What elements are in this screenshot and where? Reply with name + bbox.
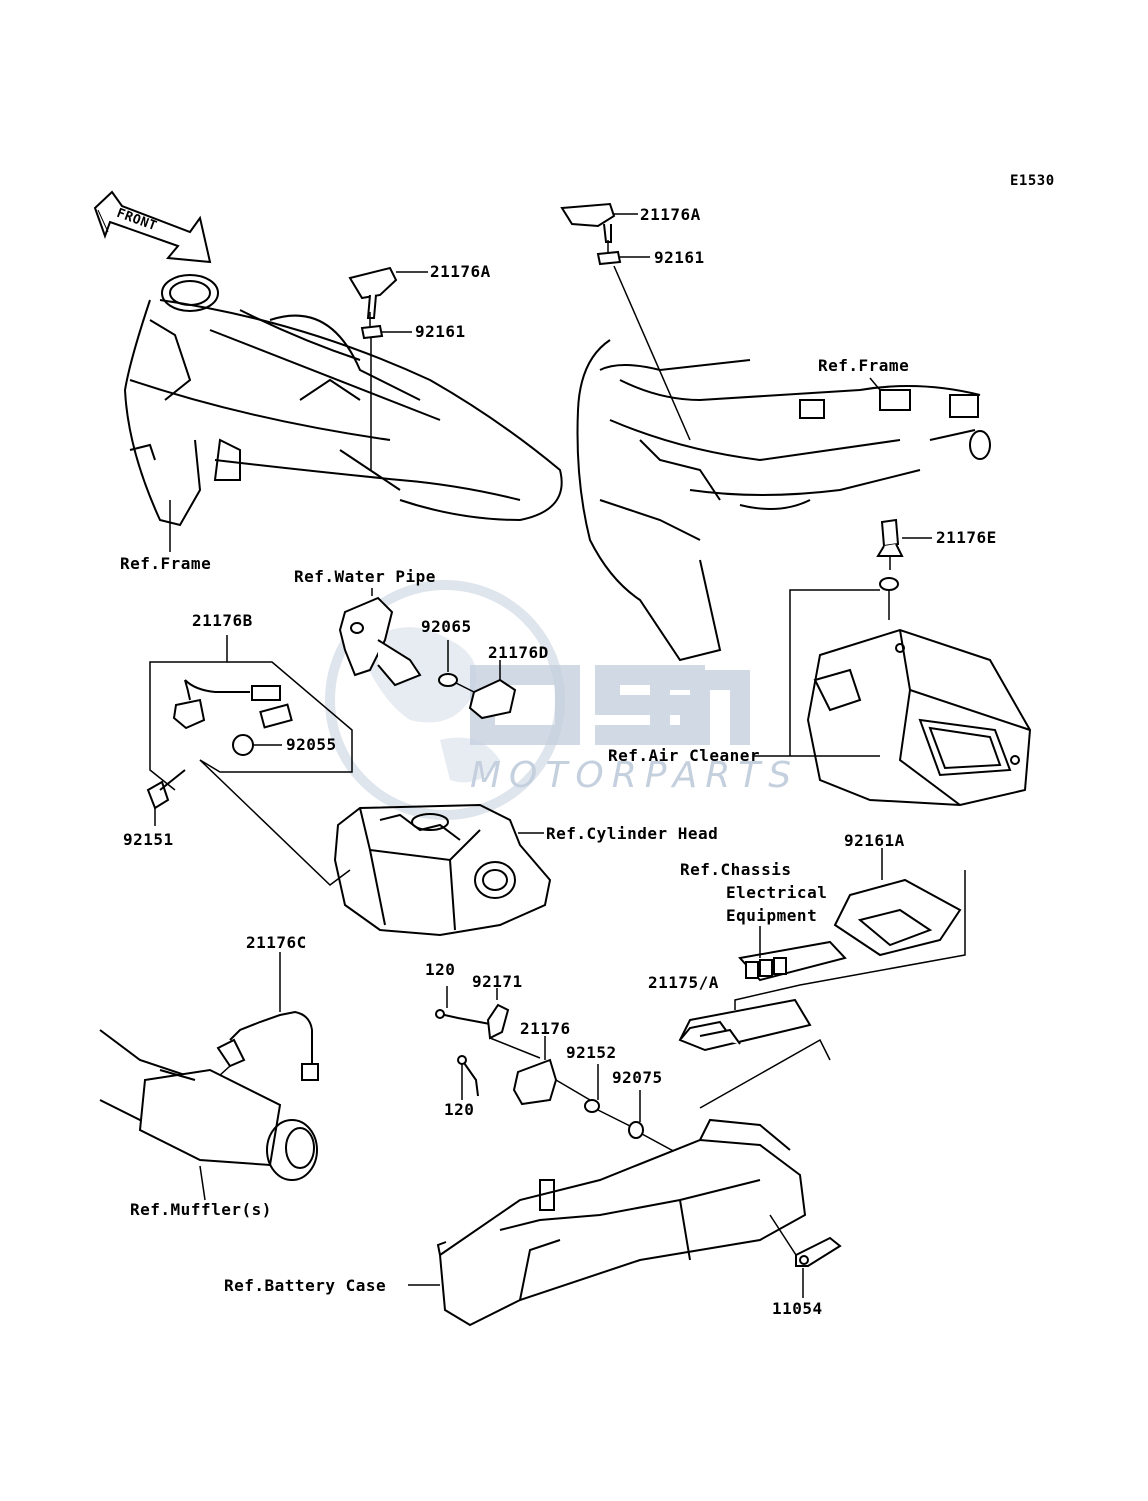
- label-92065[interactable]: 92065: [421, 617, 472, 636]
- sensor-21176a-top: [560, 202, 691, 441]
- front-arrow: [93, 190, 212, 264]
- frame-left: [123, 274, 563, 527]
- label-92075[interactable]: 92075: [612, 1068, 663, 1087]
- label-21176[interactable]: 21176: [520, 1019, 571, 1038]
- label-92055[interactable]: 92055: [286, 735, 337, 754]
- label-21176b[interactable]: 21176B: [192, 611, 253, 630]
- label-92161-left[interactable]: 92161: [415, 322, 466, 341]
- ecu-parts: [678, 848, 966, 1052]
- label-11054[interactable]: 11054: [772, 1299, 823, 1318]
- label-120-bottom[interactable]: 120: [444, 1100, 475, 1119]
- water-pipe-parts: [338, 588, 517, 720]
- label-21176a-left[interactable]: 21176A: [430, 262, 491, 281]
- frame-right: [576, 339, 991, 662]
- label-92151[interactable]: 92151: [123, 830, 174, 849]
- muffler: [99, 1029, 318, 1201]
- sensor-21176c: [207, 952, 319, 1087]
- sensor-21176-group: [435, 986, 691, 1161]
- label-92161-top[interactable]: 92161: [654, 248, 705, 267]
- label-21176c[interactable]: 21176C: [246, 933, 307, 952]
- label-120-top[interactable]: 120: [425, 960, 456, 979]
- sensor-21176e: [876, 518, 932, 620]
- label-92152[interactable]: 92152: [566, 1043, 617, 1062]
- label-ref-water-pipe[interactable]: Ref.Water Pipe: [294, 567, 436, 586]
- cylinder-head: [333, 803, 552, 937]
- label-92161a[interactable]: 92161A: [844, 831, 905, 850]
- label-ref-battery-case[interactable]: Ref.Battery Case: [224, 1276, 387, 1295]
- label-ref-air-cleaner[interactable]: Ref.Air Cleaner: [608, 746, 760, 765]
- leader-ref-frame-right: [869, 377, 881, 391]
- label-ref-chassis-1[interactable]: Ref.Chassis: [680, 860, 792, 879]
- watermark-text: MOTORPARTS: [470, 755, 800, 796]
- label-92171[interactable]: 92171: [472, 972, 523, 991]
- label-21175a[interactable]: 21175/A: [648, 973, 719, 992]
- label-ref-frame-right[interactable]: Ref.Frame: [818, 356, 910, 375]
- sensor-21176b: [146, 635, 353, 886]
- label-21176a-top[interactable]: 21176A: [640, 205, 701, 224]
- label-ref-chassis-3[interactable]: Equipment: [726, 906, 818, 925]
- label-ref-cylinder-head[interactable]: Ref.Cylinder Head: [546, 824, 719, 843]
- label-ref-chassis-2[interactable]: Electrical: [726, 883, 828, 902]
- label-21176d[interactable]: 21176D: [488, 643, 549, 662]
- diagram-code: E1530: [1010, 173, 1055, 189]
- label-21176e[interactable]: 21176E: [936, 528, 997, 547]
- label-ref-muffler[interactable]: Ref.Muffler(s): [130, 1200, 272, 1219]
- sensor-21176a-left: [348, 266, 428, 470]
- battery-case: [408, 1038, 831, 1327]
- air-cleaner: [806, 628, 1032, 807]
- bracket-air-cleaner: [754, 589, 880, 757]
- label-ref-frame-left[interactable]: Ref.Frame: [120, 554, 212, 573]
- part-11054: [769, 1214, 842, 1298]
